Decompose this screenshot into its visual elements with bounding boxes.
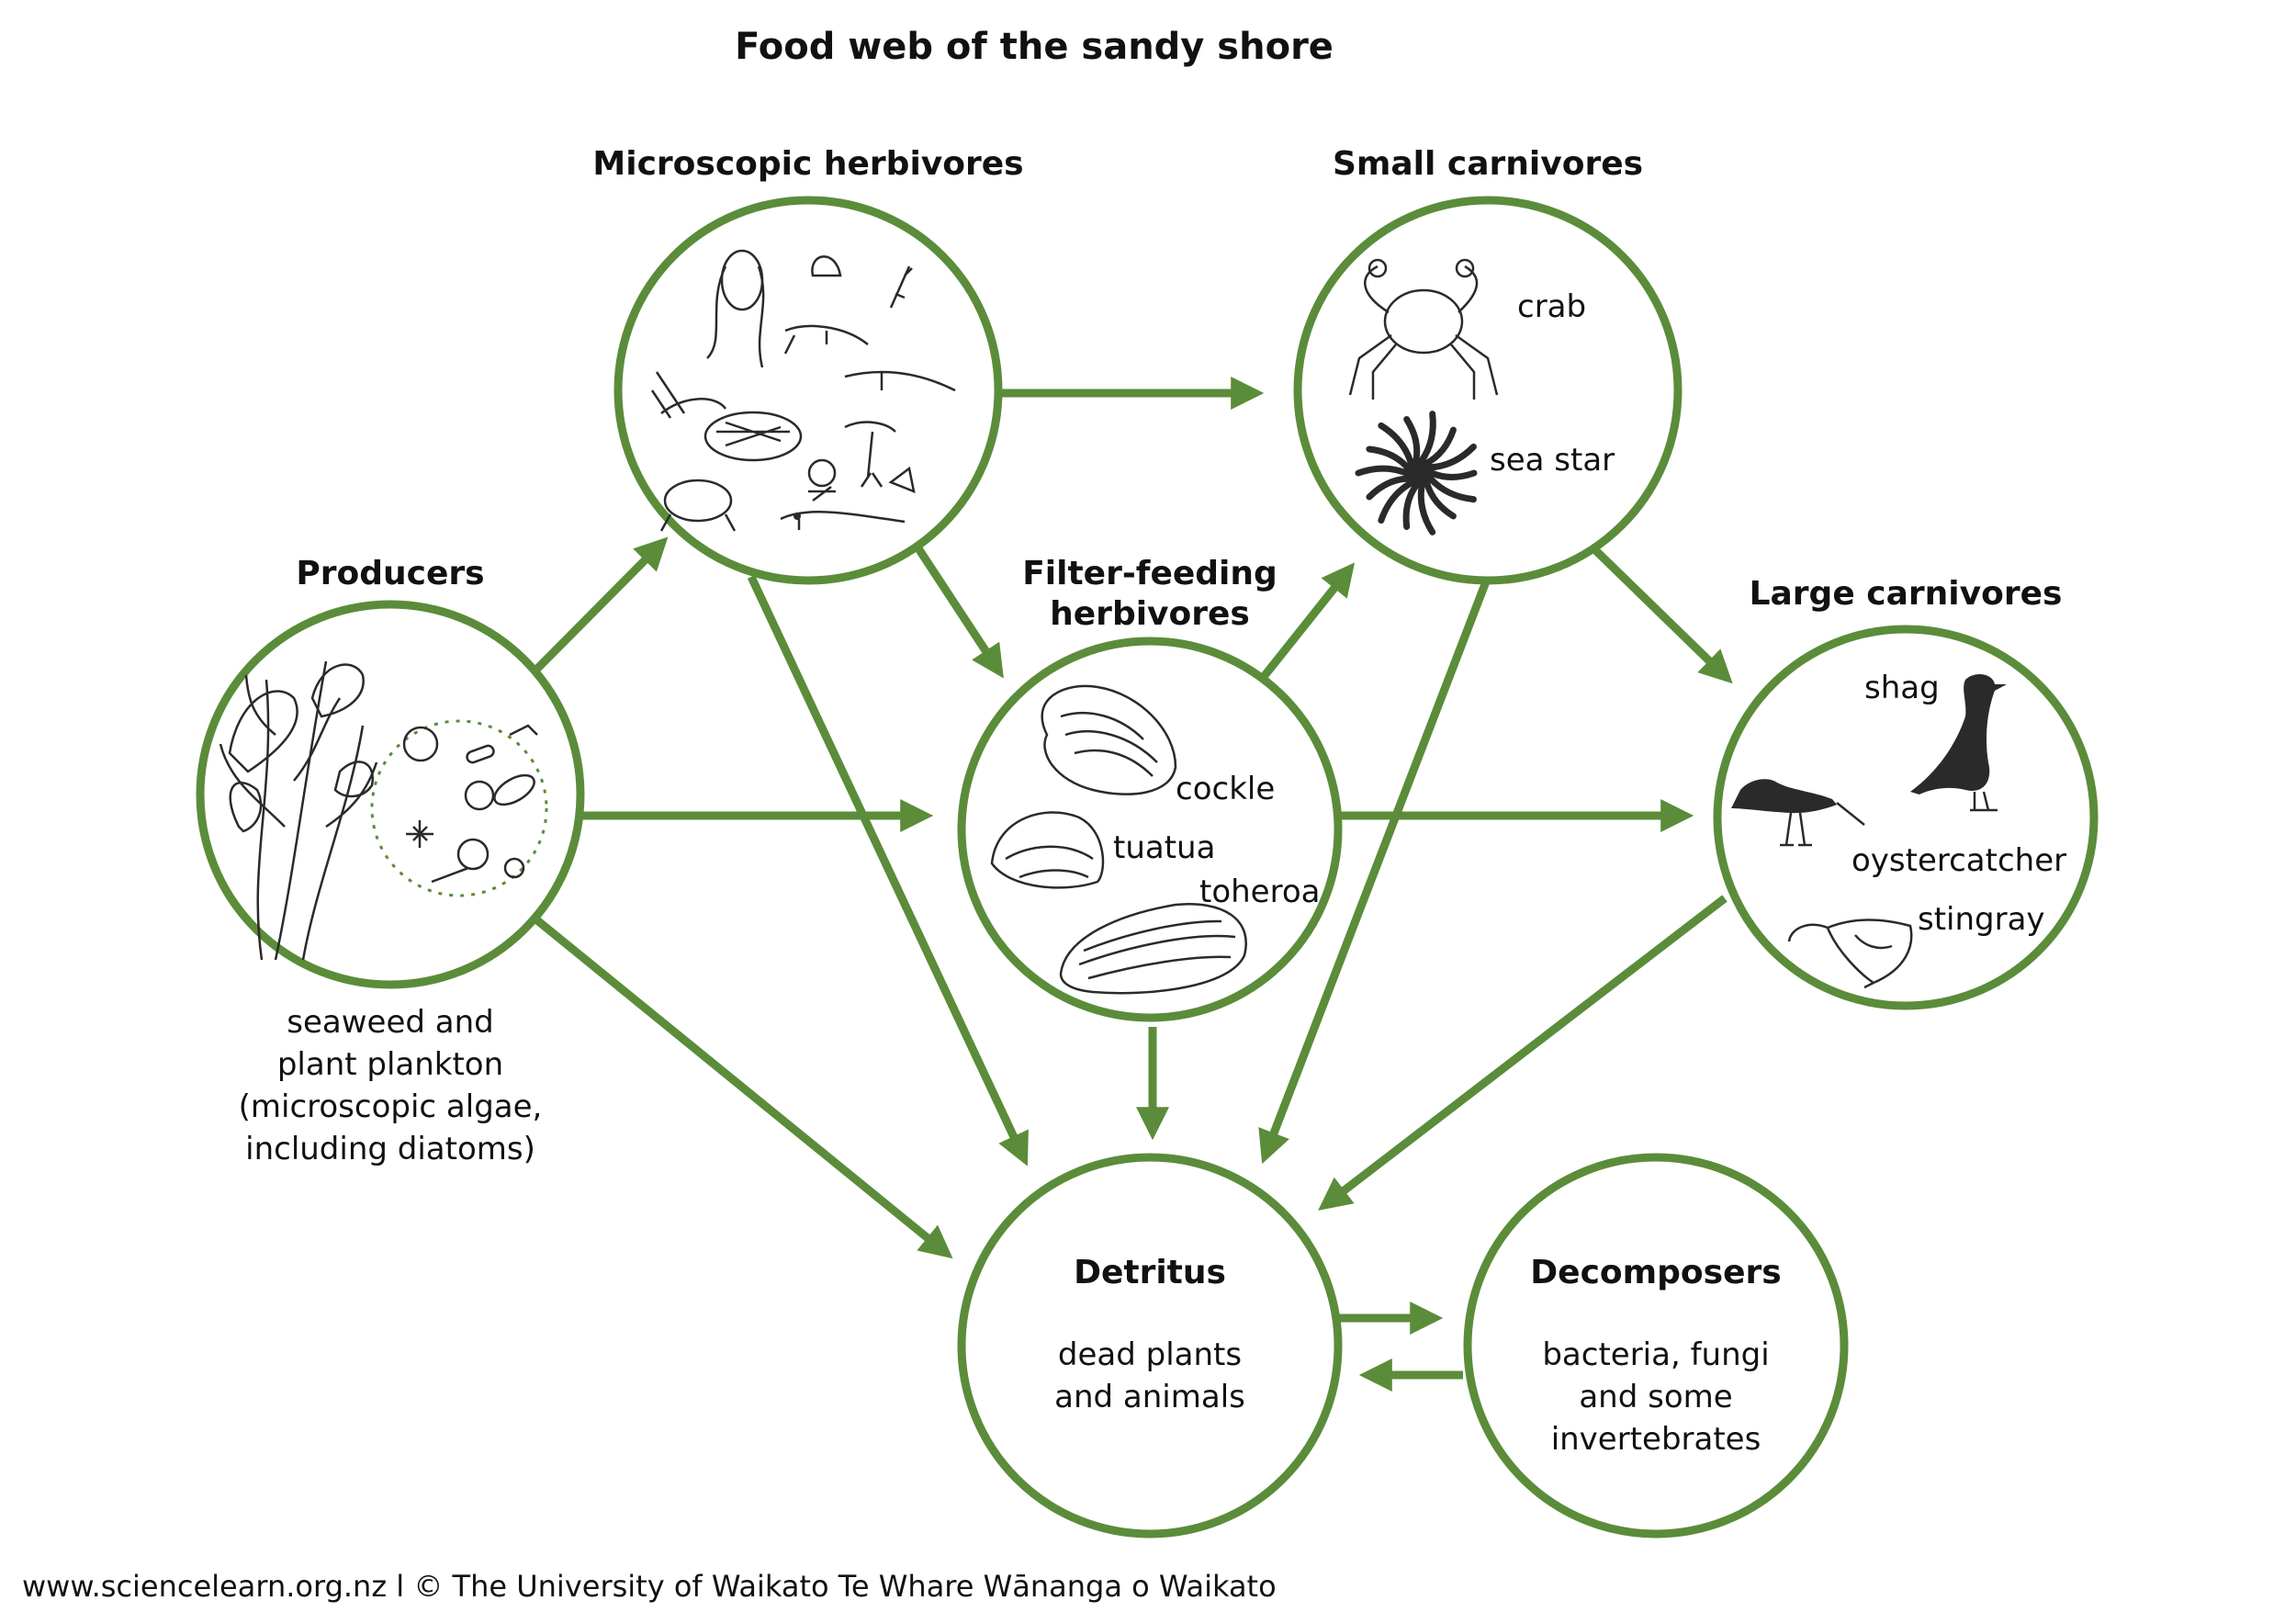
stingray-illustration	[1787, 919, 1913, 989]
filter-feeding-herbivores-circle	[957, 637, 1343, 1022]
arrow-small-carnivores-to-large-carnivores	[1585, 540, 1733, 684]
producers-circle	[196, 600, 585, 989]
shag-illustration	[1910, 673, 2007, 812]
sea-star-arm	[1417, 482, 1436, 535]
microscopic-herbivores-circle	[613, 196, 1003, 585]
sea-star-arm	[1427, 443, 1477, 471]
cockle-label: cockle	[1176, 771, 1275, 807]
producers-description-line-1: seaweed and	[287, 1004, 493, 1041]
producers-description-line-4: including diatoms)	[245, 1131, 535, 1167]
arrow-microscopic-to-filter-feeders	[913, 543, 1004, 679]
arrow-producers-to-detritus	[535, 917, 953, 1259]
crab-label: crab	[1517, 288, 1586, 325]
toheroa-illustration	[1059, 903, 1247, 995]
diagram-title: Food web of the sandy shore	[735, 26, 1334, 68]
sea-star-arm	[1378, 422, 1414, 467]
sea-star-arm	[1427, 475, 1477, 503]
detritus-heading: Detritus	[1074, 1254, 1226, 1291]
toheroa-label: toheroa	[1199, 874, 1320, 910]
node-producers: Producers seaweed and plant plankton (mi…	[196, 555, 585, 1167]
producers-description-line-2: plant plankton	[277, 1046, 503, 1083]
detritus-circle	[957, 1153, 1343, 1539]
sea-star-arm	[1403, 416, 1421, 464]
small-carnivores-heading: Small carnivores	[1333, 145, 1643, 183]
filter-feeding-heading-line-2: herbivores	[1050, 595, 1250, 633]
microscopic-herbivores-heading: Microscopic herbivores	[592, 145, 1023, 183]
node-filter-feeding-herbivores: Filter-feeding herbivores cockle tuatua …	[957, 555, 1343, 1022]
large-carnivores-heading: Large carnivores	[1750, 575, 2063, 613]
footer-credit: www.sciencelearn.org.nz l © The Universi…	[22, 1569, 1277, 1604]
decomposers-description-line-1: bacteria, fungi	[1542, 1336, 1769, 1373]
sea-star-arm	[1424, 426, 1457, 467]
plankton-illustration	[402, 724, 538, 884]
arrow-producers-to-microscopic-herbivores	[532, 536, 669, 674]
large-carnivores-circle	[1713, 625, 2099, 1010]
tuatua-illustration	[990, 811, 1105, 889]
zooplankton-illustration	[650, 249, 956, 532]
node-microscopic-herbivores: Microscopic herbivores	[592, 145, 1024, 585]
small-carnivores-circle	[1293, 196, 1683, 585]
sea-star-arm	[1428, 469, 1478, 480]
seaweed-illustration	[219, 660, 378, 961]
arrow-filter-feeders-to-small-carnivores	[1259, 562, 1356, 681]
oystercatcher-illustration	[1731, 779, 1865, 847]
cockle-illustration	[1041, 684, 1177, 795]
detritus-description-line-1: dead plants	[1058, 1336, 1242, 1373]
sea-star-arm	[1366, 475, 1411, 501]
sea-star-illustration	[1355, 411, 1478, 535]
producers-heading: Producers	[296, 555, 484, 592]
decomposers-description-line-2: and some	[1579, 1379, 1732, 1415]
decomposers-description-line-3: invertebrates	[1551, 1421, 1761, 1458]
filter-feeding-heading-line-1: Filter-feeding	[1022, 555, 1277, 592]
stingray-label: stingray	[1918, 901, 2045, 938]
arrow-large-carnivores-to-detritus	[1318, 895, 1728, 1211]
sea-star-label: sea star	[1490, 442, 1615, 479]
decomposers-circle	[1463, 1153, 1849, 1539]
sea-star-body	[1404, 458, 1434, 488]
sea-star-arm	[1355, 465, 1410, 477]
sea-star-arm	[1424, 479, 1457, 520]
oystercatcher-label: oystercatcher	[1851, 842, 2066, 879]
arrow-small-carnivores-to-detritus	[1258, 575, 1492, 1165]
shag-label: shag	[1864, 670, 1940, 706]
plankton-inset	[370, 719, 548, 897]
decomposers-heading: Decomposers	[1530, 1254, 1781, 1291]
node-small-carnivores: Small carnivores crab sea star	[1293, 145, 1683, 585]
node-decomposers: Decomposers bacteria, fungi and some inv…	[1463, 1153, 1849, 1539]
sea-star-arm	[1402, 482, 1420, 530]
sea-star-arm	[1378, 479, 1414, 524]
node-detritus: Detritus dead plants and animals	[957, 1153, 1343, 1539]
detritus-description-line-2: and animals	[1054, 1379, 1245, 1415]
arrows	[532, 377, 1733, 1392]
sea-star-arm	[1418, 411, 1436, 464]
sea-star-arm	[1366, 445, 1411, 471]
tuatua-label: tuatua	[1113, 829, 1215, 866]
arrow-microscopic-to-detritus	[747, 575, 1029, 1167]
crab-illustration	[1348, 258, 1499, 400]
node-large-carnivores: Large carnivores shag oystercatcher stin…	[1713, 575, 2099, 1010]
producers-description-line-3: (microscopic algae,	[239, 1088, 543, 1125]
